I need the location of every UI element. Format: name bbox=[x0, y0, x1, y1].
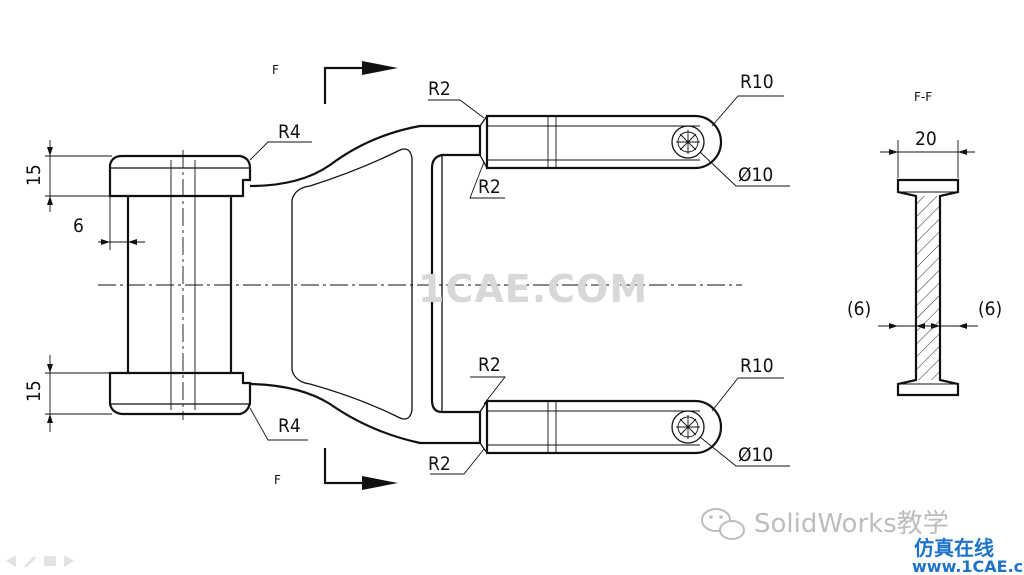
dim-15-bottom: 15 bbox=[23, 380, 45, 402]
section-title: F-F bbox=[914, 90, 932, 104]
section-view: F-F 20 (6) (6) bbox=[847, 90, 1002, 397]
section-width: 20 bbox=[915, 128, 937, 150]
lower-arm bbox=[479, 399, 723, 455]
radius-r2-top-b: R2 bbox=[469, 161, 505, 199]
radius-r10-bottom: R10 bbox=[711, 355, 784, 412]
section-mark-bottom: F bbox=[274, 473, 281, 487]
site-brand: 仿真在线 www.1CAE.com bbox=[912, 536, 1024, 575]
r10-bottom-label: R10 bbox=[740, 355, 774, 377]
r2-bottom-a-label: R2 bbox=[478, 354, 501, 376]
upper-arm bbox=[479, 114, 723, 170]
radius-r2-bottom-b: R2 bbox=[428, 448, 485, 475]
dim-15-top: 15 bbox=[23, 164, 45, 186]
radius-r4-bottom: R4 bbox=[249, 407, 308, 441]
wechat-account-name: SolidWorks教学 bbox=[754, 509, 949, 539]
dimension-left-bottom-15: 15 bbox=[23, 355, 112, 432]
wechat-brand: SolidWorks教学 bbox=[701, 508, 949, 540]
radius-r2-bottom-a: R2 bbox=[470, 354, 506, 405]
r2-bottom-b-label: R2 bbox=[428, 453, 451, 475]
dim-6: 6 bbox=[73, 215, 84, 237]
r4-bottom-label: R4 bbox=[278, 415, 301, 437]
section-right-6: (6) bbox=[978, 298, 1002, 320]
section-arrow-bottom: F bbox=[274, 448, 398, 490]
section-mark-top: F bbox=[272, 63, 279, 77]
dimension-left-top-15: 15 bbox=[23, 140, 112, 212]
dia-top-label: Ø10 bbox=[738, 164, 773, 186]
dimension-left-6: 6 bbox=[73, 196, 145, 250]
r2-top-b-label: R2 bbox=[478, 176, 501, 198]
radius-r10-top: R10 bbox=[711, 71, 784, 127]
watermark-text: 1CAE.COM bbox=[418, 267, 648, 311]
radius-r4-top: R4 bbox=[249, 121, 312, 161]
radius-r2-top-a: R2 bbox=[428, 78, 485, 119]
r2-top-a-label: R2 bbox=[428, 78, 451, 100]
slide-nav-icons[interactable] bbox=[6, 555, 74, 568]
site-cn-name: 仿真在线 bbox=[914, 536, 994, 560]
section-arrow-top: F bbox=[272, 61, 398, 104]
diameter-top: Ø10 bbox=[699, 151, 790, 187]
fork-body bbox=[98, 124, 742, 445]
section-left-6: (6) bbox=[847, 298, 871, 320]
r10-top-label: R10 bbox=[740, 71, 774, 93]
wechat-icon bbox=[701, 508, 745, 540]
dia-bottom-label: Ø10 bbox=[738, 444, 773, 466]
site-url: www.1CAE.com bbox=[912, 557, 1024, 575]
r4-top-label: R4 bbox=[278, 121, 301, 143]
diameter-bottom: Ø10 bbox=[699, 436, 790, 467]
